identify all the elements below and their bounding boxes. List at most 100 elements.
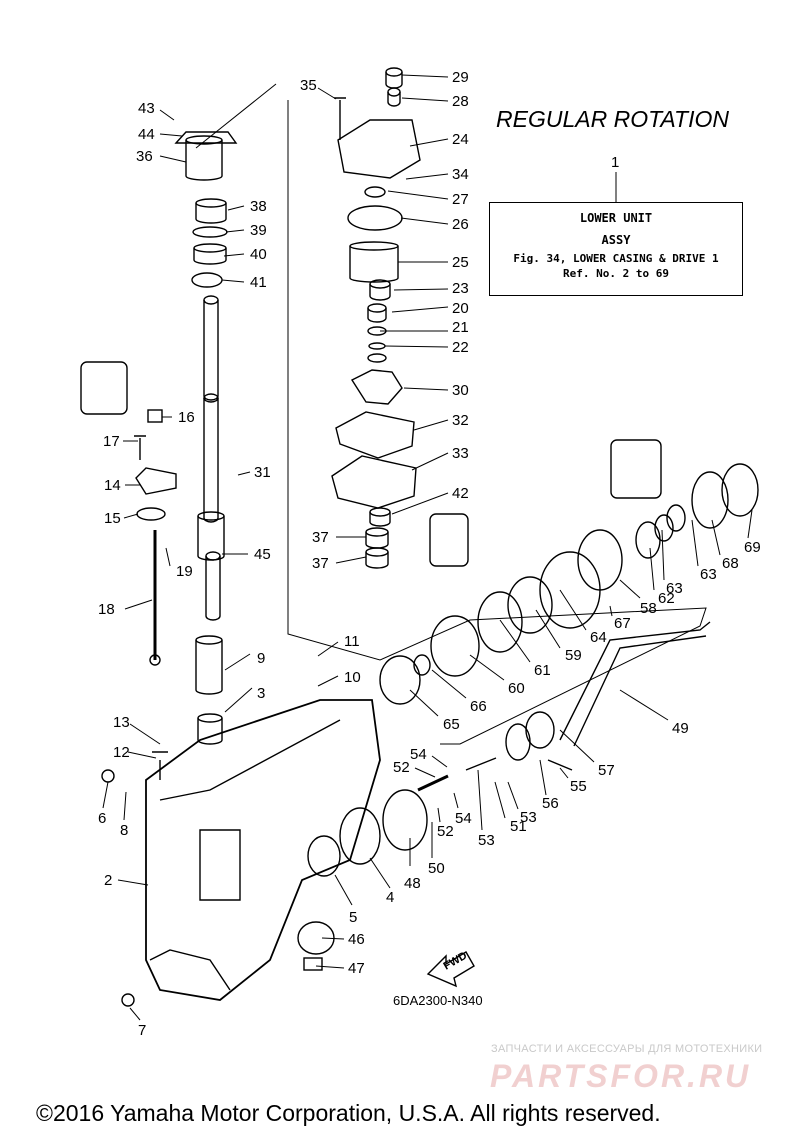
- callout-line-4: Ref. No. 2 to 69: [563, 267, 669, 280]
- leader-line: [127, 751, 157, 759]
- part-number-38: 38: [250, 198, 267, 215]
- impeller-housing-25: [349, 241, 399, 251]
- sleeve-9: [195, 635, 223, 645]
- part-number-2: 2: [104, 872, 112, 889]
- part-number-34: 34: [452, 166, 469, 183]
- part-number-51: 51: [510, 818, 527, 835]
- sleeve-9: [195, 640, 223, 695]
- leader-line: [123, 791, 127, 821]
- part-number-35: 35: [300, 77, 317, 94]
- leader-line: [129, 723, 161, 745]
- part-number-15: 15: [104, 510, 121, 527]
- shim-61: [477, 591, 523, 653]
- part-number-44: 44: [138, 126, 155, 143]
- part-number-49: 49: [672, 720, 689, 737]
- diagram-title: REGULAR ROTATION: [496, 106, 729, 132]
- washer-21b: [367, 353, 387, 363]
- leader-line: [691, 519, 699, 567]
- propeller-shaft-edge-49: [573, 635, 707, 747]
- part-number-53: 53: [520, 809, 537, 826]
- grommet-29: [385, 67, 403, 77]
- nut-47: [303, 957, 323, 971]
- leader-line: [431, 669, 467, 699]
- drive-shaft-upper: [203, 295, 219, 305]
- o-ring-26: [347, 205, 403, 231]
- reference-line: [195, 83, 707, 745]
- part-number-63: 63: [666, 580, 683, 597]
- part-number-54: 54: [410, 746, 427, 763]
- o-ring-41: [191, 272, 223, 288]
- callout-line-1: LOWER UNIT: [579, 211, 653, 225]
- part-number-43: 43: [138, 100, 155, 117]
- drive-shaft-lower: [205, 556, 221, 621]
- part-number-57: 57: [598, 762, 615, 779]
- key-20: [367, 308, 387, 323]
- bearing-59: [507, 576, 553, 634]
- leader-line: [223, 253, 245, 257]
- fwd-label: FWD: [442, 950, 470, 973]
- bolt-17: [134, 435, 146, 460]
- part-number-5: 5: [349, 909, 357, 926]
- part-number-61: 61: [534, 662, 551, 679]
- shift-rod-holder-14: [135, 467, 177, 495]
- stud-12: [152, 751, 168, 780]
- part-number-14: 14: [104, 477, 121, 494]
- part-number-36: 36: [136, 148, 153, 165]
- leader-line: [225, 229, 245, 233]
- detail-inset-seal: [429, 513, 469, 567]
- part-number-69: 69: [744, 539, 761, 556]
- drive-shaft-45: [203, 393, 219, 403]
- screw-6: [101, 769, 115, 783]
- part-number-59: 59: [565, 647, 582, 664]
- dog-clutch-56: [505, 723, 531, 761]
- leader-line: [102, 781, 109, 809]
- pin-55: [547, 759, 573, 771]
- leader-line: [507, 781, 519, 810]
- leader-line: [393, 288, 449, 291]
- leader-line: [400, 217, 449, 225]
- bearing-4: [339, 807, 381, 865]
- part-number-39: 39: [250, 222, 267, 239]
- part-number-65: 65: [443, 716, 460, 733]
- o-ring-15: [136, 507, 166, 521]
- leader-line: [403, 387, 449, 391]
- part-number-4: 4: [386, 889, 394, 906]
- key-20: [367, 303, 387, 313]
- part-number-53: 53: [478, 832, 495, 849]
- part-number-41: 41: [250, 274, 267, 291]
- bolt-35: [334, 97, 346, 140]
- part-number-27: 27: [452, 191, 469, 208]
- leader-line: [401, 74, 449, 78]
- leader-line: [159, 155, 187, 163]
- part-number-37: 37: [312, 529, 329, 546]
- o-ring-63: [654, 514, 674, 542]
- reverse-gear-48: [382, 789, 428, 851]
- shift-plunger-57: [525, 711, 555, 749]
- drive-shaft-splines: [197, 511, 225, 521]
- leader-line: [619, 579, 641, 599]
- part-number-68: 68: [722, 555, 739, 572]
- cap-68: [691, 471, 729, 529]
- bearing-housing-36: [185, 140, 223, 181]
- leader-line: [129, 1007, 141, 1021]
- part-number-11: 11: [344, 633, 360, 650]
- casing-top-edge: [159, 719, 341, 801]
- ring-nut-69: [721, 463, 759, 517]
- leader-line: [411, 452, 449, 471]
- collar-28: [387, 87, 401, 97]
- leader-line: [409, 138, 449, 147]
- leader-line: [405, 173, 449, 180]
- part-number-33: 33: [452, 445, 469, 462]
- part-number-20: 20: [452, 300, 469, 317]
- leader-line: [384, 345, 449, 348]
- part-number-30: 30: [452, 382, 469, 399]
- leader-line: [317, 675, 339, 687]
- leader-line: [559, 729, 595, 763]
- leader-line: [661, 529, 665, 581]
- part-number-24: 24: [452, 131, 469, 148]
- leader-line: [159, 133, 183, 137]
- leader-line: [649, 547, 655, 591]
- part-number-46: 46: [348, 931, 365, 948]
- part-number-48: 48: [404, 875, 421, 892]
